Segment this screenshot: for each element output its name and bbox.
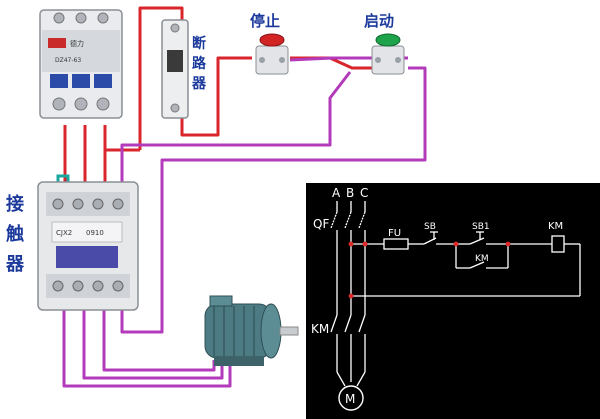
km-coil-label: KM [548,221,563,232]
phase-b: B [346,186,354,200]
schematic-panel: A B C [306,183,600,419]
breaker-label-1: 断 [192,35,206,52]
breaker-logo [48,38,66,48]
schematic-junctions [348,241,511,299]
contactor-label-2: 触 [6,223,24,245]
contactor: CJX2 0910 [37,181,139,311]
breaker-brand: 德力 [70,39,84,48]
qf-label: QF [313,217,329,231]
breaker-toggle-1[interactable] [50,74,68,88]
breaker-toggle-3[interactable] [94,74,112,88]
km-main-label: KM [311,322,329,336]
km-hold-label: KM [475,254,489,264]
schematic-motor-label: M [345,392,355,406]
motor-shaft [279,326,299,336]
fu-label: FU [388,228,401,239]
wire-motor-a [62,300,232,388]
contactor-rating: 0910 [86,229,104,237]
sb1-label: SB1 [472,222,490,232]
breaker-toggle-2[interactable] [72,74,90,88]
stop-button-label: 停止 [250,12,280,30]
start-button-cap[interactable] [375,33,401,47]
start-button-label: 启动 [364,12,394,30]
stop-button[interactable] [255,33,289,75]
contactor-label-1: 接 [6,193,24,215]
wire-start-to-coil [120,71,352,190]
contactor-indicator-window [56,246,118,268]
breaker-label-3: 器 [191,76,207,92]
wire-motor-b [82,300,224,380]
schematic-motor [338,385,364,411]
phase-c: C [360,186,368,200]
stop-button-cap[interactable] [259,33,285,47]
three-pole-breaker: 德力 DZ47-63 [39,9,123,119]
contactor-model: CJX2 [56,229,72,237]
wire-breaker-to-stop [180,56,252,137]
wire-red-top-loop [138,6,184,150]
breaker-model: DZ47-63 [55,57,81,64]
contactor-label-3: 器 [5,254,25,275]
wire-start-right [120,66,427,334]
breaker-label-2: 路 [192,55,207,72]
single-breaker-toggle[interactable] [167,50,183,72]
schematic-phase-labels: A B C [332,186,368,200]
start-button[interactable] [371,33,405,75]
schematic-lines [330,201,581,387]
motor [204,295,299,366]
phase-a: A [332,186,341,200]
single-pole-breaker [161,19,189,119]
sb-label: SB [424,222,436,232]
